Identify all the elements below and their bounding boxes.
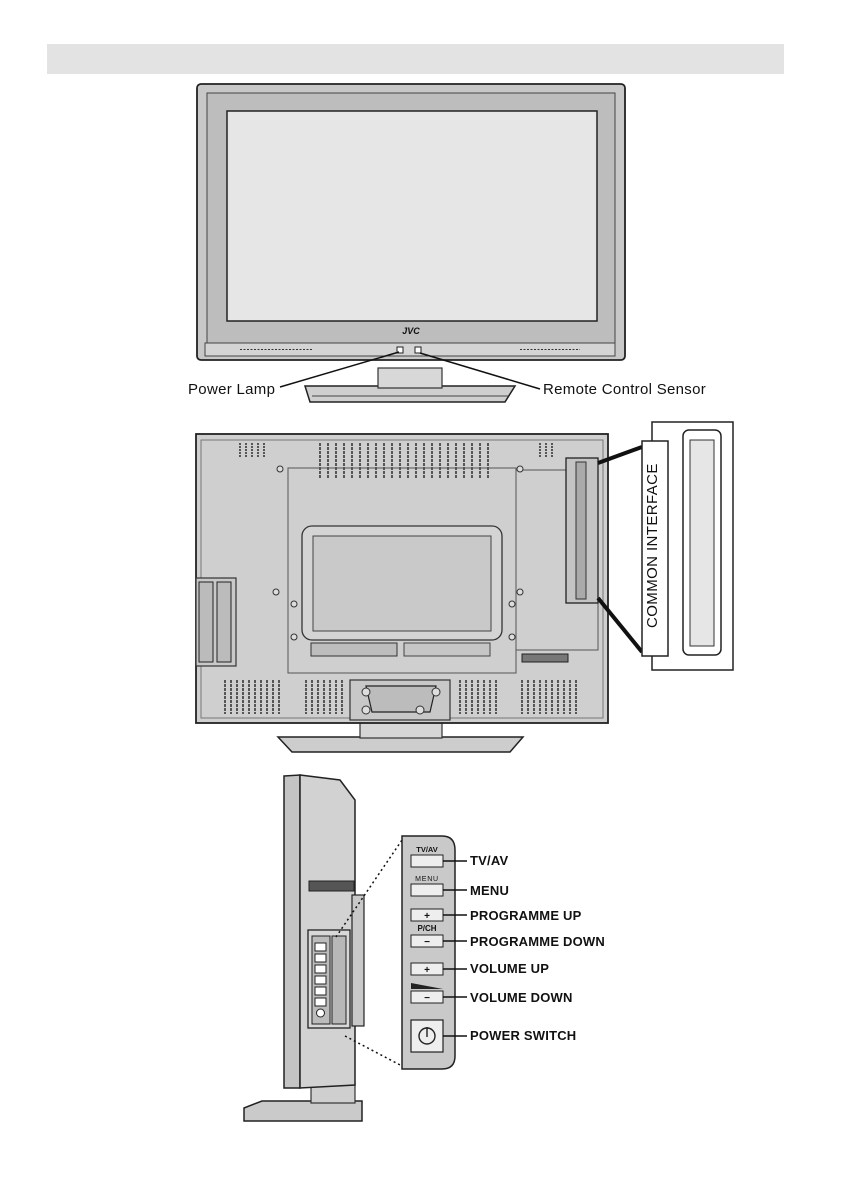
remote-sensor-label: Remote Control Sensor xyxy=(543,382,706,397)
programme-down-label: PROGRAMME DOWN xyxy=(470,935,605,948)
programme-up-legend: + xyxy=(424,911,430,922)
volume-down-legend: − xyxy=(424,993,430,1004)
side-view: TV/AV MENU + P/CH − + − xyxy=(244,775,467,1121)
front-stand-neck xyxy=(378,368,442,388)
programme-down-legend: − xyxy=(424,937,430,948)
volume-up-label: VOLUME UP xyxy=(470,962,549,975)
volume-down-label: VOLUME DOWN xyxy=(470,991,573,1004)
tvav-label: TV/AV xyxy=(470,854,508,867)
remote-sensor xyxy=(415,347,421,353)
common-interface-label: COMMON INTERFACE xyxy=(644,463,661,628)
front-screen xyxy=(227,111,597,321)
power-lamp-label: Power Lamp xyxy=(188,382,275,397)
tvav-button-legend: TV/AV xyxy=(416,845,438,854)
tvav-button xyxy=(411,855,443,867)
menu-button-legend: MENU xyxy=(415,876,439,883)
volume-up-legend: + xyxy=(424,965,430,976)
jvc-logo: JVC xyxy=(402,326,420,336)
programme-up-label: PROGRAMME UP xyxy=(470,909,581,922)
front-view: JVC xyxy=(197,84,625,402)
rear-stand-base xyxy=(278,737,523,752)
menu-button xyxy=(411,884,443,896)
side-front-panel xyxy=(284,775,300,1088)
pch-legend: P/CH xyxy=(417,924,436,933)
side-stand-base xyxy=(244,1101,362,1121)
power-switch-label: POWER SWITCH xyxy=(470,1029,576,1042)
menu-label: MENU xyxy=(470,884,509,897)
